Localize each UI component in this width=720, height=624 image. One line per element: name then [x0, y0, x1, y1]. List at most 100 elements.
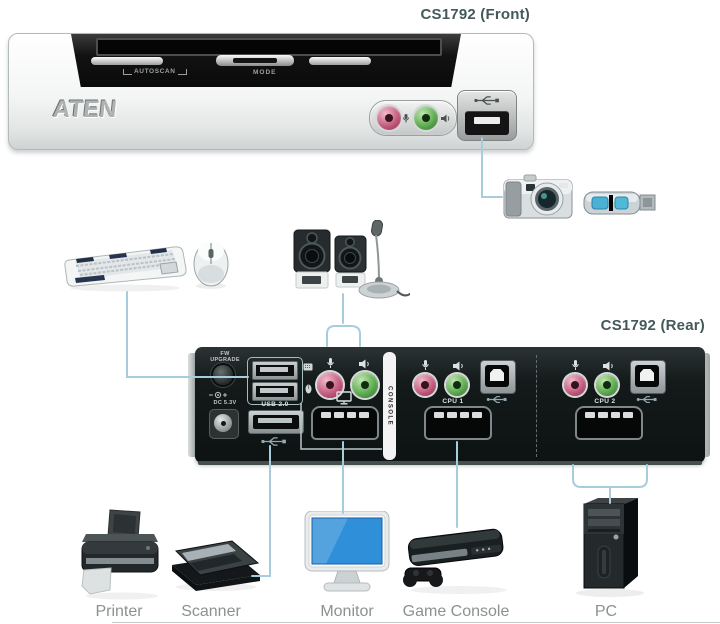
jack-hole — [603, 381, 611, 389]
usb-tongue — [258, 418, 292, 423]
aten-logo: ATEN — [51, 96, 119, 123]
microphone-icon — [358, 220, 410, 299]
cpu1-label: CPU 1 — [442, 398, 464, 405]
console-strip-label: CONSOLE — [386, 385, 393, 427]
front-cover-slot — [96, 38, 442, 56]
front-usb-port — [457, 90, 517, 141]
usb20-label: USB 2.0 — [261, 401, 289, 408]
front-mic-jack — [377, 106, 401, 130]
usb-drive-icon — [583, 191, 656, 215]
speakers-icon — [293, 229, 367, 289]
jack-hole — [571, 381, 579, 389]
jack-hole — [326, 381, 334, 389]
mode-label: MODE — [253, 69, 277, 76]
pc-tower-icon — [576, 498, 644, 597]
front-audio-jacks — [369, 100, 457, 136]
monitor-label: Monitor — [320, 603, 374, 620]
camera-icon — [503, 174, 573, 219]
fw-upgrade-line2: UPGRADE — [210, 357, 240, 363]
cpu2-display-port — [575, 406, 643, 440]
usb-a-receptacle — [465, 111, 509, 135]
speaker-icon — [441, 114, 450, 123]
cable-audio-bracket — [326, 325, 361, 347]
usb-tongue — [260, 367, 288, 372]
power-polarity-icon — [209, 391, 227, 399]
front-title: CS1792 (Front) — [420, 6, 530, 23]
kvm-front-panel: AUTOSCAN MODE ATEN — [8, 33, 534, 150]
mouse-icon-small — [305, 384, 312, 394]
monitor-icon-small — [336, 391, 352, 405]
jack-hole — [421, 381, 429, 389]
cpu1-mic-jack — [414, 374, 436, 396]
usb20-peripheral-port — [248, 410, 304, 434]
cpu2-mic-jack — [564, 374, 586, 396]
fw-upgrade-label: FW UPGRADE — [203, 351, 247, 363]
console-speaker-jack — [352, 372, 378, 398]
game-console-label: Game Console — [402, 603, 510, 620]
autoscan-label-group: AUTOSCAN — [123, 68, 187, 75]
speaker-icon — [603, 361, 613, 371]
usb-trident-icon — [474, 96, 499, 105]
rear-title: CS1792 (Rear) — [600, 317, 705, 334]
dc-label: DC 5.3V — [213, 400, 237, 406]
printer-icon — [81, 509, 159, 600]
kvm-rear-panel: FW UPGRADE DC 5.3V USB 2.0 CONSOLE CPU 1 — [195, 347, 705, 463]
fw-upgrade-button — [213, 365, 233, 385]
autoscan-bracket-right — [177, 69, 187, 75]
autoscan-label: AUTOSCAN — [134, 68, 176, 75]
jack-hole — [361, 381, 369, 389]
dp-pins — [321, 412, 369, 418]
gamepad-icon — [403, 567, 443, 587]
cpu1-usb-b-port — [480, 360, 516, 394]
pc-label: PC — [594, 603, 618, 620]
usb-tongue — [474, 117, 500, 124]
usb-tongue — [260, 388, 288, 393]
console-display-port — [311, 406, 379, 440]
printer-label: Printer — [95, 603, 143, 620]
mouse-icon — [193, 241, 229, 289]
front-center-latch-grip — [233, 58, 277, 63]
game-console-icon — [403, 528, 507, 594]
console-usb-group-outline — [247, 357, 303, 405]
camera-lens-glint — [541, 193, 547, 199]
autoscan-bracket-left — [123, 69, 132, 75]
mic-icon — [422, 360, 429, 370]
usb-trident-icon — [486, 395, 507, 404]
jack-hole — [422, 114, 430, 122]
cpu2-label: CPU 2 — [594, 398, 616, 405]
dp-pins — [585, 412, 633, 418]
mic-icon — [327, 358, 334, 368]
jack-hole — [453, 381, 461, 389]
dc-power-jack — [209, 409, 239, 439]
usb-trident-icon — [636, 395, 657, 404]
speaker-icon — [359, 359, 369, 369]
front-center-latch — [216, 55, 294, 66]
cpu1-display-port — [424, 406, 492, 440]
rear-panel-base — [198, 461, 702, 465]
jack-hole — [385, 114, 393, 122]
usbb-shape — [490, 369, 504, 381]
mic-icon — [572, 360, 579, 370]
keyboard-icon-small — [303, 363, 313, 371]
console-mouse-usb-port — [252, 382, 298, 401]
speaker-icon — [453, 361, 463, 371]
monitor-icon — [304, 511, 390, 592]
cpu2-speaker-jack — [596, 374, 618, 396]
front-top-assembly: AUTOSCAN MODE — [71, 34, 461, 87]
console-mic-jack — [317, 372, 343, 398]
rear-left-ear — [188, 353, 197, 457]
cpu-section-divider — [536, 355, 537, 457]
scanner-label: Scanner — [181, 603, 241, 620]
console-keyboard-usb-port — [252, 361, 298, 380]
usb-trident-icon — [261, 437, 286, 446]
keyboard-icon — [64, 246, 187, 292]
front-speaker-jack — [414, 106, 438, 130]
cable-cpu2-bracket — [572, 464, 648, 488]
cpu1-speaker-jack — [446, 374, 468, 396]
front-right-button — [309, 57, 371, 65]
page-bottom-rule — [112, 622, 720, 623]
dp-pins — [434, 412, 482, 418]
front-left-button — [91, 57, 163, 65]
mic-icon — [403, 114, 409, 123]
